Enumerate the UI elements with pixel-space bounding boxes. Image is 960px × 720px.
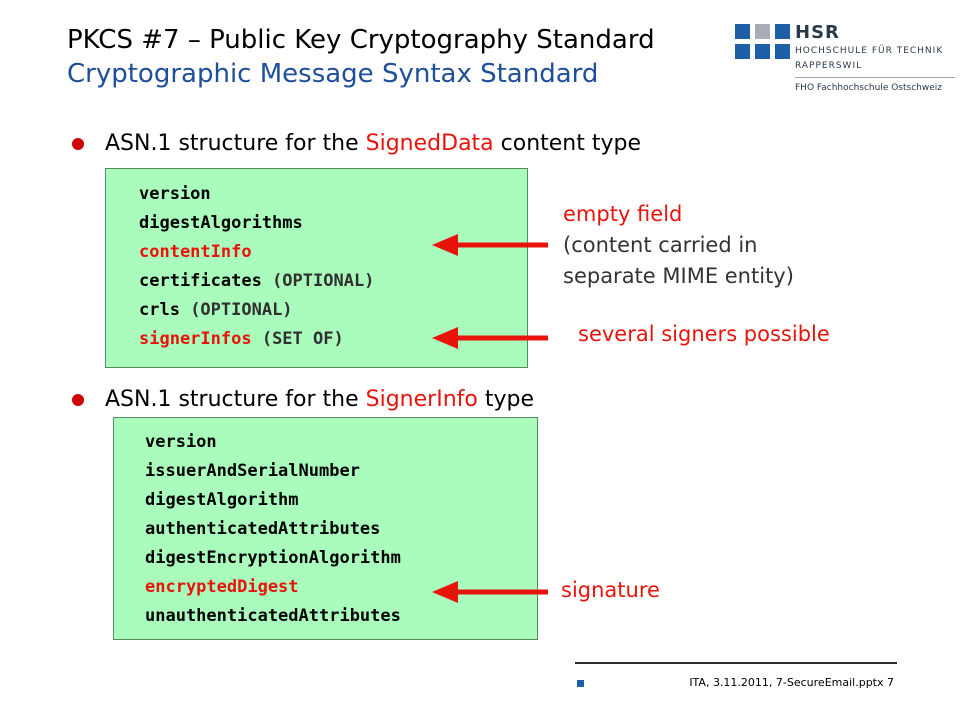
field-name: version bbox=[139, 184, 211, 204]
field-name: version bbox=[145, 432, 217, 452]
signed-data-field-crls: crls (OPTIONAL) bbox=[139, 300, 293, 320]
bullet-2-text: ASN.1 structure for the SignerInfo type bbox=[105, 386, 534, 414]
field-name: encryptedDigest bbox=[145, 577, 299, 597]
footer-divider bbox=[575, 662, 897, 664]
field-name: certificates bbox=[139, 271, 262, 291]
signer-info-field-digest-algorithm: digestAlgorithm bbox=[145, 490, 299, 510]
bullet-1-text: ASN.1 structure for the SignedData conte… bbox=[105, 130, 641, 158]
signer-info-field-issuer-and-serial-number: issuerAndSerialNumber bbox=[145, 461, 360, 481]
logo-square-icon bbox=[755, 44, 770, 59]
logo-square-icon bbox=[735, 44, 750, 59]
signer-info-structure-box: version issuerAndSerialNumber digestAlgo… bbox=[113, 417, 538, 640]
bullet-2-icon bbox=[72, 394, 84, 406]
note-content-carried-line-1: (content carried in bbox=[563, 233, 758, 257]
logo-square-icon bbox=[775, 24, 790, 39]
signed-data-field-signer-infos: signerInfos (SET OF) bbox=[139, 329, 344, 349]
bullet-2-prefix: ASN.1 structure for the bbox=[105, 387, 366, 412]
bullet-2-highlight: SignerInfo bbox=[365, 387, 478, 412]
logo-square-icon bbox=[775, 44, 790, 59]
signed-data-field-content-info: contentInfo bbox=[139, 242, 252, 262]
bullet-1-icon bbox=[72, 138, 84, 150]
logo-line-3: FHO Fachhochschule Ostschweiz bbox=[795, 83, 942, 93]
logo-line-1: HOCHSCHULE FÜR TECHNIK bbox=[795, 46, 944, 56]
signer-info-field-digest-encryption-algorithm: digestEncryptionAlgorithm bbox=[145, 548, 401, 568]
field-name: digestAlgorithm bbox=[145, 490, 299, 510]
signed-data-field-certificates: certificates (OPTIONAL) bbox=[139, 271, 374, 291]
logo-square-icon bbox=[755, 24, 770, 39]
signer-info-field-version: version bbox=[145, 432, 217, 452]
field-qualifier: (SET OF) bbox=[251, 329, 344, 349]
field-name: authenticatedAttributes bbox=[145, 519, 381, 539]
field-name: signerInfos bbox=[139, 329, 252, 349]
field-qualifier: (OPTIONAL) bbox=[179, 300, 293, 320]
logo-square-icon bbox=[735, 24, 750, 39]
field-name: crls bbox=[139, 300, 180, 320]
signed-data-field-version: version bbox=[139, 184, 211, 204]
note-content-carried-line-2: separate MIME entity) bbox=[563, 264, 794, 288]
bullet-1-prefix: ASN.1 structure for the bbox=[105, 131, 366, 156]
bullet-1-highlight: SignedData bbox=[365, 131, 494, 156]
arrow-signer-infos-icon bbox=[432, 327, 548, 349]
logo-name: HSR bbox=[795, 22, 840, 43]
arrow-content-info-icon bbox=[432, 234, 548, 256]
field-qualifier: (OPTIONAL) bbox=[261, 271, 375, 291]
hsr-logo: HSR HOCHSCHULE FÜR TECHNIK RAPPERSWIL FH… bbox=[735, 20, 955, 105]
slide-subtitle: Cryptographic Message Syntax Standard bbox=[67, 59, 599, 89]
arrow-encrypted-digest-icon bbox=[432, 581, 548, 603]
signed-data-field-digest-algorithms: digestAlgorithms bbox=[139, 213, 303, 233]
bullet-2-suffix: type bbox=[477, 387, 534, 412]
logo-line-2: RAPPERSWIL bbox=[795, 61, 863, 71]
signer-info-field-authenticated-attributes: authenticatedAttributes bbox=[145, 519, 380, 539]
logo-divider bbox=[795, 77, 955, 78]
field-name: digestAlgorithms bbox=[139, 213, 303, 233]
footer-square-icon bbox=[577, 680, 584, 687]
bullet-1-suffix: content type bbox=[493, 131, 642, 156]
signer-info-field-unauthenticated-attributes: unauthenticatedAttributes bbox=[145, 606, 401, 626]
note-empty-field: empty field bbox=[563, 202, 683, 226]
slide-title: PKCS #7 – Public Key Cryptography Standa… bbox=[67, 25, 655, 55]
field-name: unauthenticatedAttributes bbox=[145, 606, 401, 626]
note-signature: signature bbox=[561, 578, 660, 602]
field-name: issuerAndSerialNumber bbox=[145, 461, 360, 481]
footer-text: ITA, 3.11.2011, 7-SecureEmail.pptx 7 bbox=[689, 676, 894, 689]
signer-info-field-encrypted-digest: encryptedDigest bbox=[145, 577, 299, 597]
note-several-signers: several signers possible bbox=[578, 322, 830, 346]
field-name: contentInfo bbox=[139, 242, 252, 262]
field-name: digestEncryptionAlgorithm bbox=[145, 548, 401, 568]
